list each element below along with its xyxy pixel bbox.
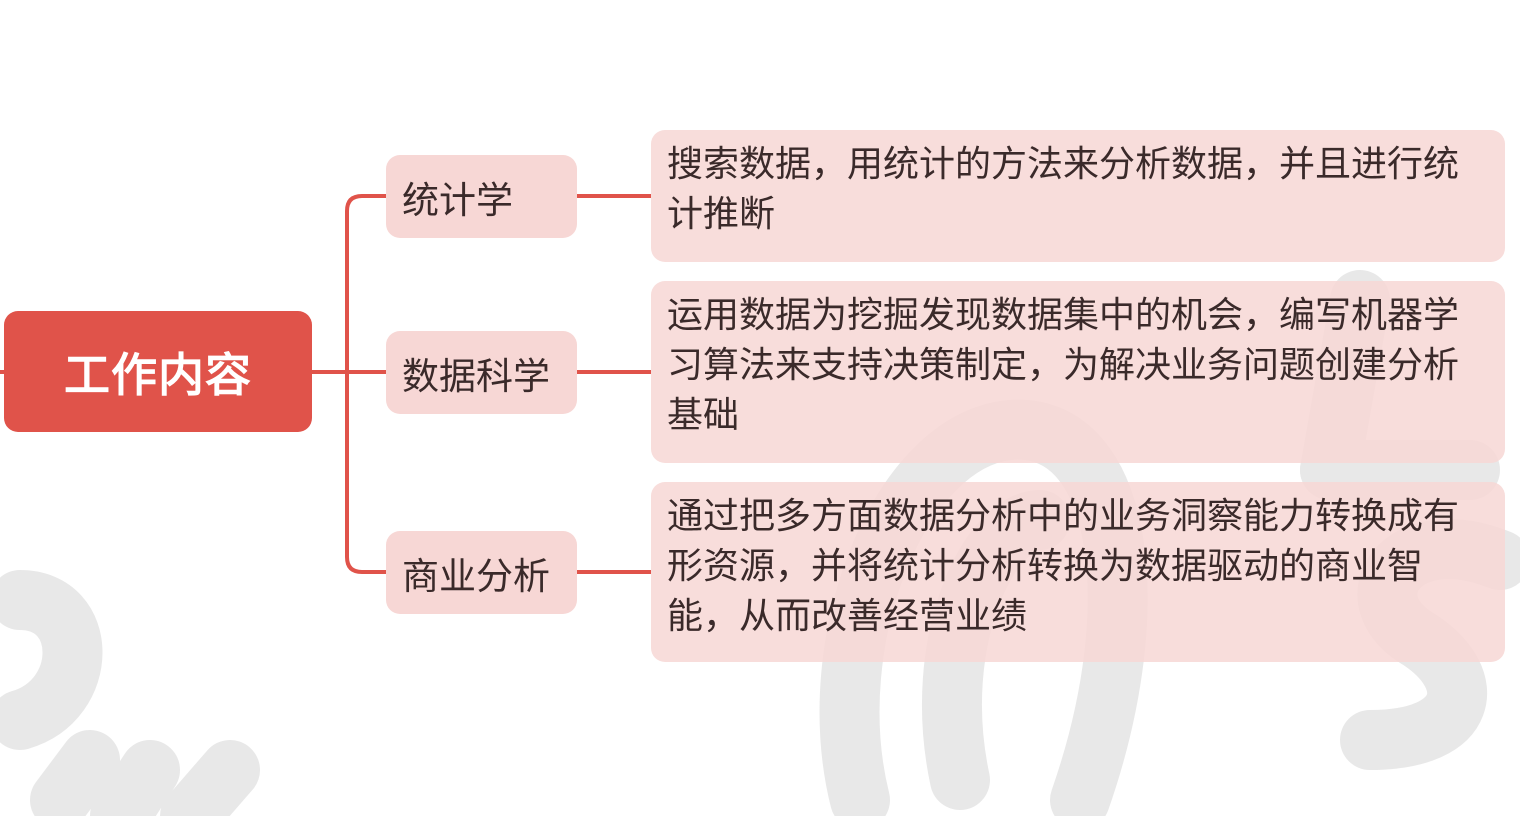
branch-node-statistics[interactable]: 统计学 xyxy=(386,155,577,238)
branch-label: 商业分析 xyxy=(402,554,550,598)
root-label: 工作内容 xyxy=(64,347,252,402)
leaf-description: 运用数据为挖掘发现数据集中的机会，编写机器学习算法来支持决策制定，为解决业务问题… xyxy=(667,295,1460,436)
leaf-node-statistics[interactable]: 搜索数据，用统计的方法来分析数据，并且进行统计推断 xyxy=(651,130,1505,262)
branch-label: 统计学 xyxy=(402,178,513,222)
spine-line xyxy=(345,194,386,574)
leaf-node-data-science[interactable]: 运用数据为挖掘发现数据集中的机会，编写机器学习算法来支持决策制定，为解决业务问题… xyxy=(651,281,1505,463)
branch-label: 数据科学 xyxy=(402,354,550,398)
leaf-node-business-analytics[interactable]: 通过把多方面数据分析中的业务洞察能力转换成有形资源，并将统计分析转换为数据驱动的… xyxy=(651,482,1505,662)
leaf-description: 搜索数据，用统计的方法来分析数据，并且进行统计推断 xyxy=(667,144,1460,235)
branch-node-business-analytics[interactable]: 商业分析 xyxy=(386,531,577,614)
branch-node-data-science[interactable]: 数据科学 xyxy=(386,331,577,414)
root-node[interactable]: 工作内容 xyxy=(4,311,312,432)
leaf-description: 通过把多方面数据分析中的业务洞察能力转换成有形资源，并将统计分析转换为数据驱动的… xyxy=(667,496,1460,637)
